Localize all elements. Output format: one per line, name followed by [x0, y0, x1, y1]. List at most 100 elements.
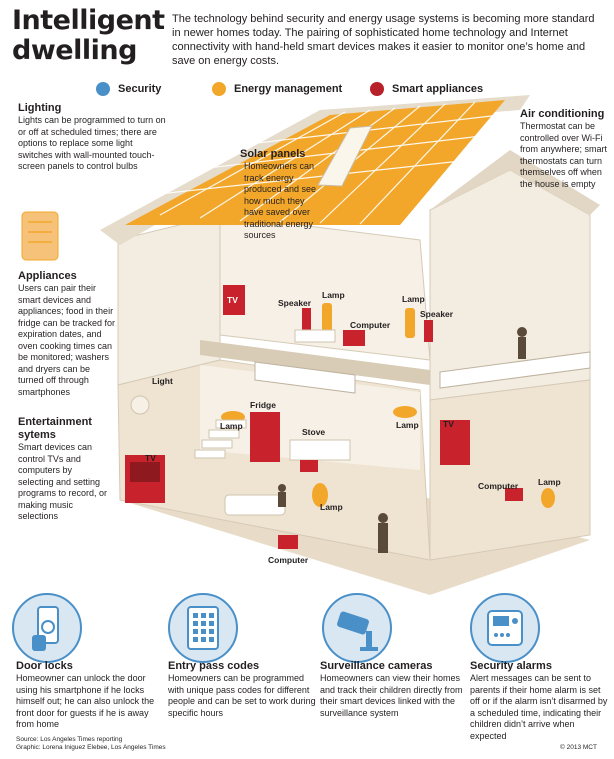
upper-speaker-left-shape	[302, 308, 311, 330]
entertainment-text: Smart devices can control TVs and comput…	[18, 442, 108, 521]
legend-energy: Energy management	[212, 82, 342, 96]
staircase	[194, 419, 247, 459]
label-stove: Stove	[302, 427, 326, 437]
alarms-title: Security alarms	[470, 660, 552, 672]
footer-graphic: Graphic: Lorena Iniguez Elebee, Los Ange…	[16, 744, 166, 751]
skylight	[317, 125, 373, 187]
label-lamp-hall: Lamp	[396, 420, 419, 430]
label-light: Light	[152, 376, 173, 386]
balcony-rail	[439, 351, 591, 389]
energy-dot-icon	[212, 82, 226, 96]
upper-computer-shape	[343, 330, 365, 346]
footer-copyright: © 2013 MCT	[560, 744, 597, 751]
right-tv-shape	[440, 420, 470, 465]
lighting-text: Lights can be programmed to turn on or o…	[18, 115, 166, 171]
house-illustration	[21, 95, 600, 595]
alarms-block: Security alarms Alert messages can be se…	[470, 660, 608, 742]
living-lamp-shape	[312, 483, 328, 507]
right-annex-lower	[429, 379, 591, 561]
upper-speaker-right-shape	[424, 320, 433, 342]
label-computer-upper: Computer	[350, 320, 391, 330]
thermostat-grid-lines	[28, 221, 52, 243]
callout-appliances: Appliances Users can pair their smart de…	[18, 270, 116, 398]
label-lamp-upper-left: Lamp	[322, 290, 345, 300]
entry-codes-block: Entry pass codes Homeowners can be progr…	[168, 660, 318, 719]
footer-source: Source: Los Angeles Times reporting	[16, 736, 123, 743]
label-speaker-right: Speaker	[420, 309, 454, 319]
living-tv-screen	[130, 462, 160, 482]
left-wall-upper	[117, 214, 221, 386]
label-lamp-living: Lamp	[320, 502, 343, 512]
hall-lamp-shape	[393, 406, 417, 418]
camera-badge	[322, 593, 392, 663]
legend-energy-label: Energy management	[234, 83, 343, 95]
people	[278, 327, 527, 553]
door-lock-badge	[12, 593, 82, 663]
solar-panel-array	[125, 100, 505, 225]
door-locks-title: Door locks	[16, 660, 73, 672]
label-lamp-right: Lamp	[538, 477, 561, 487]
cameras-title: Surveillance cameras	[320, 660, 433, 672]
label-computer-right: Computer	[478, 481, 519, 491]
entry-code-badge	[168, 593, 238, 663]
legend-appliances: Smart appliances	[370, 82, 483, 96]
label-lamp-kitchen: Lamp	[220, 421, 243, 431]
entertainment-title: Entertainment sytems	[18, 416, 92, 441]
entry-codes-text: Homeowners can be programmed with unique…	[168, 673, 316, 718]
sofa	[224, 494, 286, 516]
air-title: Air conditioning	[520, 108, 605, 120]
label-lamp-upper-right: Lamp	[402, 294, 425, 304]
solar-text: Homeowners can track energy produced and…	[244, 161, 317, 240]
upper-floor-slab	[200, 340, 430, 385]
upper-lamp-right-shape	[405, 308, 415, 338]
right-lamp-shape	[541, 488, 555, 508]
security-dot-icon	[96, 82, 110, 96]
appliances-title: Appliances	[18, 270, 77, 282]
alarms-text: Alert messages can be sent to parents if…	[470, 673, 608, 741]
cameras-block: Surveillance cameras Homeowners can view…	[320, 660, 465, 719]
door-locks-block: Door locks Homeowner can unlock the door…	[16, 660, 164, 731]
alarm-badge	[470, 593, 540, 663]
entry-codes-title: Entry pass codes	[168, 660, 260, 672]
keypad-icon	[187, 606, 219, 650]
air-text: Thermostat can be controlled over Wi-Fi …	[520, 121, 608, 189]
fridge-shape	[250, 412, 280, 462]
title-line-1: Intelligent	[12, 5, 165, 36]
cameras-text: Homeowners can view their homes and trac…	[320, 673, 463, 718]
lighting-title: Lighting	[18, 102, 62, 114]
legend-security-label: Security	[118, 83, 162, 95]
upper-rail	[254, 361, 356, 394]
label-tv-upper: TV	[227, 295, 238, 305]
legend-security: Security	[96, 82, 161, 96]
right-computer-shape	[505, 488, 523, 501]
title-line-2: dwelling	[12, 35, 137, 66]
intro-text: The technology behind security and energ…	[172, 13, 595, 67]
annex-roof	[430, 150, 600, 215]
callout-lighting: Lighting Lights can be programmed to tur…	[18, 102, 168, 173]
wall-light-shape	[130, 395, 150, 415]
label-speaker-left: Speaker	[278, 298, 312, 308]
lower-computer-shape	[278, 535, 298, 549]
upper-tv-shape	[223, 285, 245, 315]
alarm-panel-icon	[487, 610, 523, 646]
upper-bed	[294, 329, 336, 343]
solar-title: Solar panels	[240, 148, 306, 160]
callout-entertainment: Entertainment sytems Smart devices can c…	[18, 416, 108, 523]
stove-shape	[300, 460, 318, 472]
door-locks-text: Homeowner can unlock the door using his …	[16, 673, 155, 729]
label-tv-left: TV	[145, 453, 156, 463]
kitchen-counter	[289, 439, 351, 461]
appliances-dot-icon	[370, 82, 384, 96]
label-tv-right: TV	[443, 419, 454, 429]
camera-icon	[337, 611, 378, 651]
label-computer-lower: Computer	[268, 555, 309, 565]
callout-solar: Solar panels Homeowners can track energy…	[240, 148, 320, 242]
upper-lamp-left-shape	[322, 303, 332, 333]
smartphone-unlock-icon	[32, 606, 59, 651]
callout-air: Air conditioning Thermostat can be contr…	[520, 108, 610, 190]
appliances-text: Users can pair their smart devices and a…	[18, 283, 116, 397]
page-title: Intelligent dwelling	[12, 6, 172, 66]
label-fridge: Fridge	[250, 400, 276, 410]
thermostat-panel	[21, 211, 59, 261]
legend-appliances-label: Smart appliances	[392, 83, 484, 95]
